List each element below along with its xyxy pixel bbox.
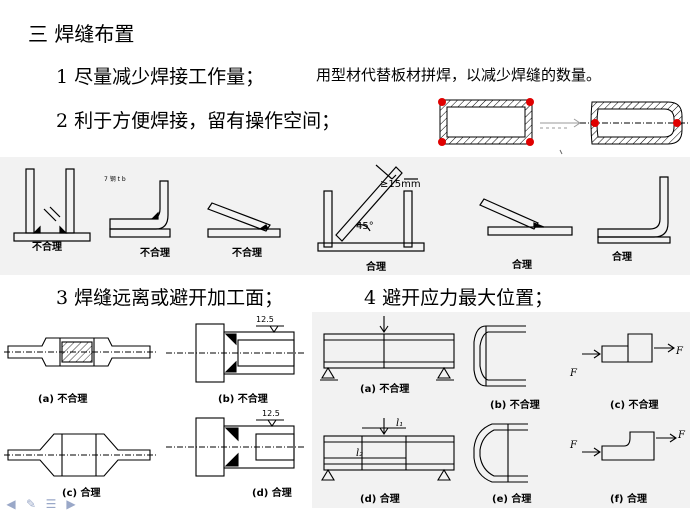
tube-section-figure [438, 98, 688, 155]
item-1: 1 尽量减少焊接工作量； [56, 66, 265, 88]
row3-fig-a [320, 316, 455, 381]
row1-fig4 [317, 164, 425, 252]
force-label-f-left: F [569, 440, 578, 451]
row3-caption-b: (b) 不合理 [490, 400, 540, 411]
row2-fig-b [166, 323, 304, 383]
row1-fig2 [109, 180, 171, 238]
row1-panel [0, 157, 690, 275]
force-label-f-right: F [677, 430, 686, 441]
row1-small-mark: 7 钢 t b [104, 175, 126, 183]
force-label-c-left: F [569, 368, 578, 379]
row3-caption-c: (c) 不合理 [610, 400, 659, 411]
row3-fig-e [473, 423, 528, 483]
row1-fig6 [597, 176, 671, 244]
welded-plate-tube [438, 98, 534, 146]
pen-icon[interactable]: ✎ [25, 497, 37, 511]
row3-figures: F F F F l₁ l₂ [320, 316, 686, 483]
row1-caption-2: 不合理 [140, 248, 170, 259]
row2-fig-c [4, 433, 156, 477]
row1-figures: ≥15mm 45° 7 钢 t b [13, 164, 671, 252]
row2-caption-a: (a) 不合理 [38, 394, 88, 405]
row3-panel [312, 312, 690, 508]
dim-45: 45° [356, 221, 374, 232]
row2-figures: 12.5 12.5 [4, 315, 304, 477]
dim-12-5-b: 12.5 [256, 315, 274, 324]
prev-icon[interactable]: ◀ [6, 497, 16, 511]
dim-l1: l₁ [396, 418, 403, 429]
row3-caption-a: (a) 不合理 [360, 384, 410, 395]
row1-fig3 [207, 202, 281, 238]
item-2: 2 利于方便焊接，留有操作空间； [56, 110, 341, 132]
row1-caption-5: 合理 [512, 260, 532, 271]
item-1-note: 用型材代替板材拼焊，以减少焊缝的数量。 [316, 66, 602, 84]
dim-12-5-d: 12.5 [262, 409, 280, 418]
row2-caption-c: (c) 合理 [62, 488, 101, 499]
row2-fig-a [4, 337, 156, 367]
menu-icon[interactable]: ☰ [45, 497, 57, 511]
dim-15mm: ≥15mm [380, 179, 421, 190]
force-label-c-right: F [675, 346, 684, 357]
dim-l2: l₂ [356, 448, 363, 459]
row1-fig1 [13, 168, 91, 242]
row3-fig-f [582, 431, 677, 461]
row3-caption-d: (d) 合理 [360, 494, 400, 505]
row1-caption-4: 合理 [366, 262, 386, 273]
row1-caption-3: 不合理 [232, 248, 262, 259]
section-title: 三 焊缝布置 [28, 22, 135, 46]
item-3: 3 焊缝远离或避开加工面； [56, 287, 284, 309]
row3-caption-e: (e) 合理 [492, 494, 532, 505]
row1-caption-6: 合理 [612, 252, 632, 263]
row2-caption-b: (b) 不合理 [218, 394, 268, 405]
row3-fig-c [582, 333, 675, 363]
row1-fig5 [479, 198, 573, 236]
row3-caption-f: (f) 合理 [610, 494, 647, 505]
row2-fig-d [166, 417, 304, 477]
row2-caption-d: (d) 合理 [252, 488, 292, 499]
row3-fig-b [473, 325, 526, 387]
next-icon[interactable]: ▶ [66, 497, 76, 511]
row1-caption-1: 不合理 [32, 242, 62, 253]
channel-section-tube [559, 101, 688, 155]
slide-nav: ◀ ✎ ☰ ▶ [4, 497, 78, 511]
item-4: 4 避开应力最大位置； [364, 287, 554, 309]
row3-fig-d [321, 418, 455, 481]
